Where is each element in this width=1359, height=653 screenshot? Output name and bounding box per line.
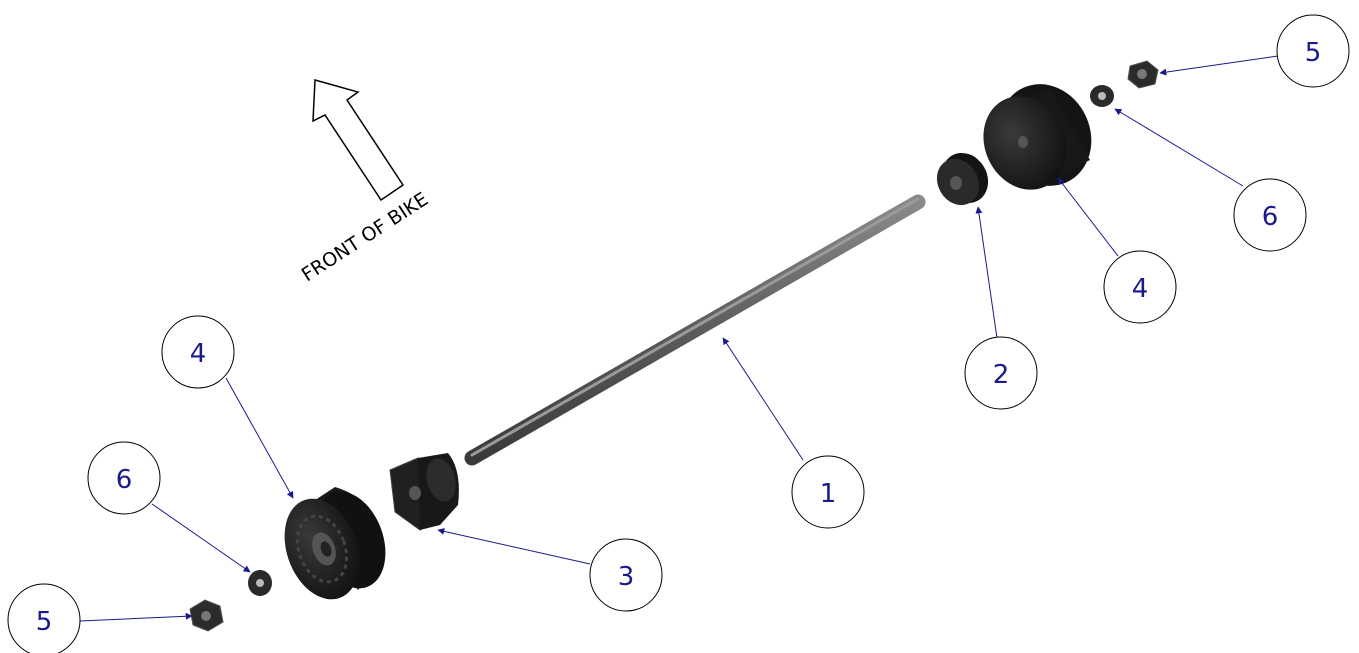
leader-6-left <box>151 503 251 573</box>
balloon-5-right: 5 <box>1276 14 1350 88</box>
balloon-6-left-number: 6 <box>116 465 133 495</box>
left-washer-part <box>248 570 272 596</box>
leader-6-right <box>1114 108 1244 187</box>
leader-5-left <box>79 612 193 622</box>
balloon-2-number: 2 <box>993 360 1010 390</box>
left-nut-part <box>189 599 224 632</box>
leader-4-left <box>225 377 294 499</box>
leader-lines <box>79 55 1279 622</box>
balloon-6-right-number: 6 <box>1262 202 1279 232</box>
leader-4-right <box>1057 177 1119 257</box>
balloon-4-left-number: 4 <box>190 339 207 369</box>
right-drum-part <box>983 84 1092 190</box>
balloon-4-right: 4 <box>1103 250 1177 324</box>
balloon-6-left: 6 <box>87 441 161 515</box>
left-drum-part <box>284 487 386 600</box>
balloon-2: 2 <box>964 336 1038 410</box>
balloon-4-right-number: 4 <box>1132 274 1149 304</box>
spacer-part <box>936 152 989 206</box>
balloon-3-number: 3 <box>618 562 635 592</box>
balloon-5-left-number: 5 <box>36 607 53 637</box>
right-washer-part <box>1090 85 1114 107</box>
balloon-5-right-number: 5 <box>1305 38 1322 68</box>
balloon-6-right: 6 <box>1233 178 1307 252</box>
leader-1 <box>722 337 804 461</box>
front-of-bike-label: FRONT OF BIKE <box>298 188 432 286</box>
balloon-4-left: 4 <box>161 315 235 389</box>
axle-part <box>464 194 926 466</box>
balloon-5-left: 5 <box>7 583 81 653</box>
leader-5-right <box>1159 55 1279 76</box>
right-nut-part <box>1127 60 1159 89</box>
balloon-1: 1 <box>791 455 865 529</box>
balloon-3: 3 <box>589 538 663 612</box>
hex-insert-part <box>389 453 459 531</box>
balloon-1-number: 1 <box>820 479 837 509</box>
leader-3 <box>437 527 591 565</box>
leader-2 <box>975 206 998 339</box>
front-direction-arrow <box>312 79 405 202</box>
